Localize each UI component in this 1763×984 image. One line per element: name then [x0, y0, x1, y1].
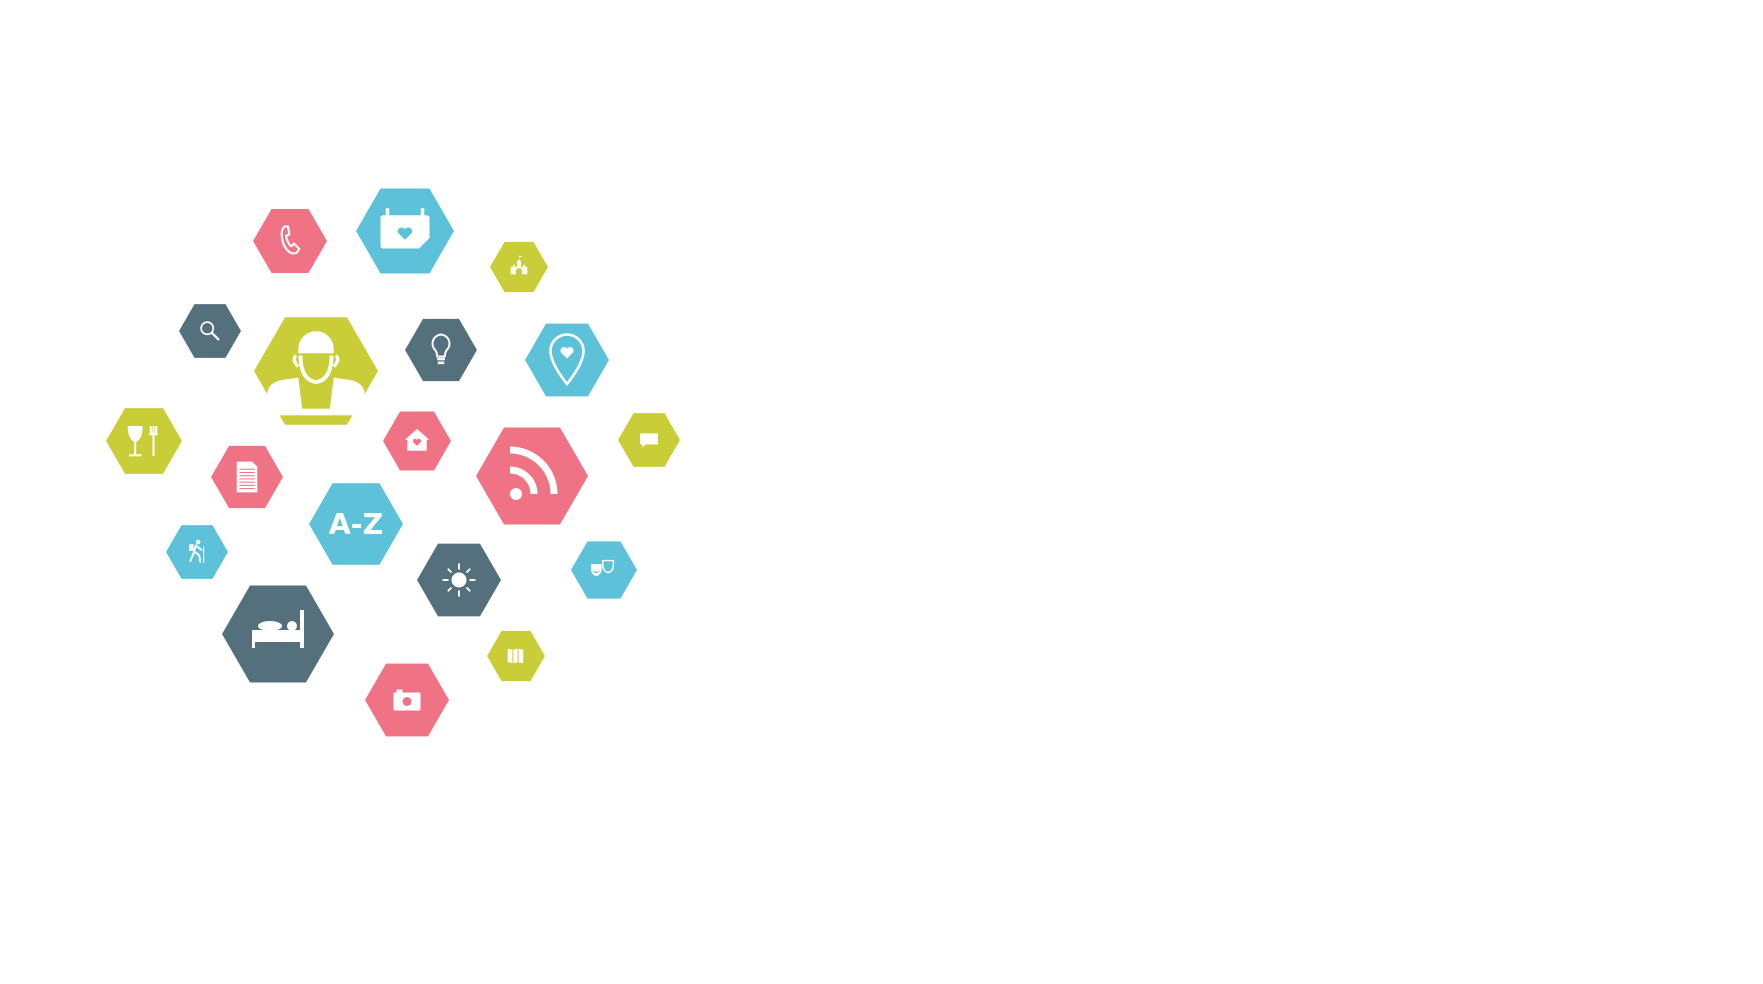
house-heart-icon-glyph	[404, 428, 430, 451]
castle-icon-glyph	[510, 255, 528, 275]
search-icon	[179, 304, 241, 358]
map-folded-icon	[487, 630, 545, 682]
rss-icon-glyph	[509, 446, 558, 500]
theatre-masks-icon	[571, 541, 637, 599]
wine-fork-icon	[106, 408, 182, 474]
hiker-icon-glyph	[189, 539, 205, 564]
sun-icon	[417, 543, 501, 617]
a-z-icon: A-Z	[309, 483, 403, 565]
lightbulb-icon-glyph	[431, 333, 451, 365]
person-icon	[254, 317, 378, 425]
document-icon	[211, 445, 283, 509]
lightbulb-hexagon	[405, 318, 477, 382]
camera-icon-glyph	[393, 689, 421, 711]
sun-icon-glyph	[442, 563, 476, 597]
calendar-heart-icon-glyph	[380, 208, 430, 249]
rss-hexagon	[476, 427, 588, 525]
hiker-hexagon	[166, 525, 228, 579]
document-icon-glyph	[236, 461, 258, 493]
search-icon-glyph	[200, 321, 220, 341]
map-pin-heart-icon-glyph	[549, 333, 585, 387]
phone-icon-glyph	[280, 225, 301, 255]
house-heart-icon	[383, 411, 451, 471]
bed-icon	[222, 585, 334, 683]
map-pin-heart-icon	[525, 323, 609, 397]
wine-fork-hexagon	[106, 408, 182, 474]
wine-fork-icon-glyph	[127, 426, 158, 457]
rss-icon	[476, 427, 588, 525]
phone-hexagon	[253, 208, 327, 274]
person-icon-glyph	[267, 331, 365, 416]
phone-icon	[253, 208, 327, 274]
castle-icon	[490, 241, 548, 293]
a-z-hexagon	[309, 483, 403, 565]
map-pin-heart-hexagon	[525, 323, 609, 397]
calendar-heart-icon	[356, 188, 454, 274]
camera-icon	[365, 663, 449, 737]
lightbulb-icon	[405, 318, 477, 382]
a-z-label: A-Z	[329, 508, 384, 541]
hiker-icon	[166, 525, 228, 579]
theatre-masks-icon-glyph	[591, 559, 615, 576]
speech-bubble-icon-glyph	[640, 433, 658, 448]
a-z-icon-glyph: A-Z	[329, 508, 384, 541]
speech-bubble-icon	[618, 413, 680, 467]
bed-icon-glyph	[252, 610, 304, 648]
search-hexagon	[179, 304, 241, 358]
map-folded-icon-glyph	[507, 648, 524, 664]
